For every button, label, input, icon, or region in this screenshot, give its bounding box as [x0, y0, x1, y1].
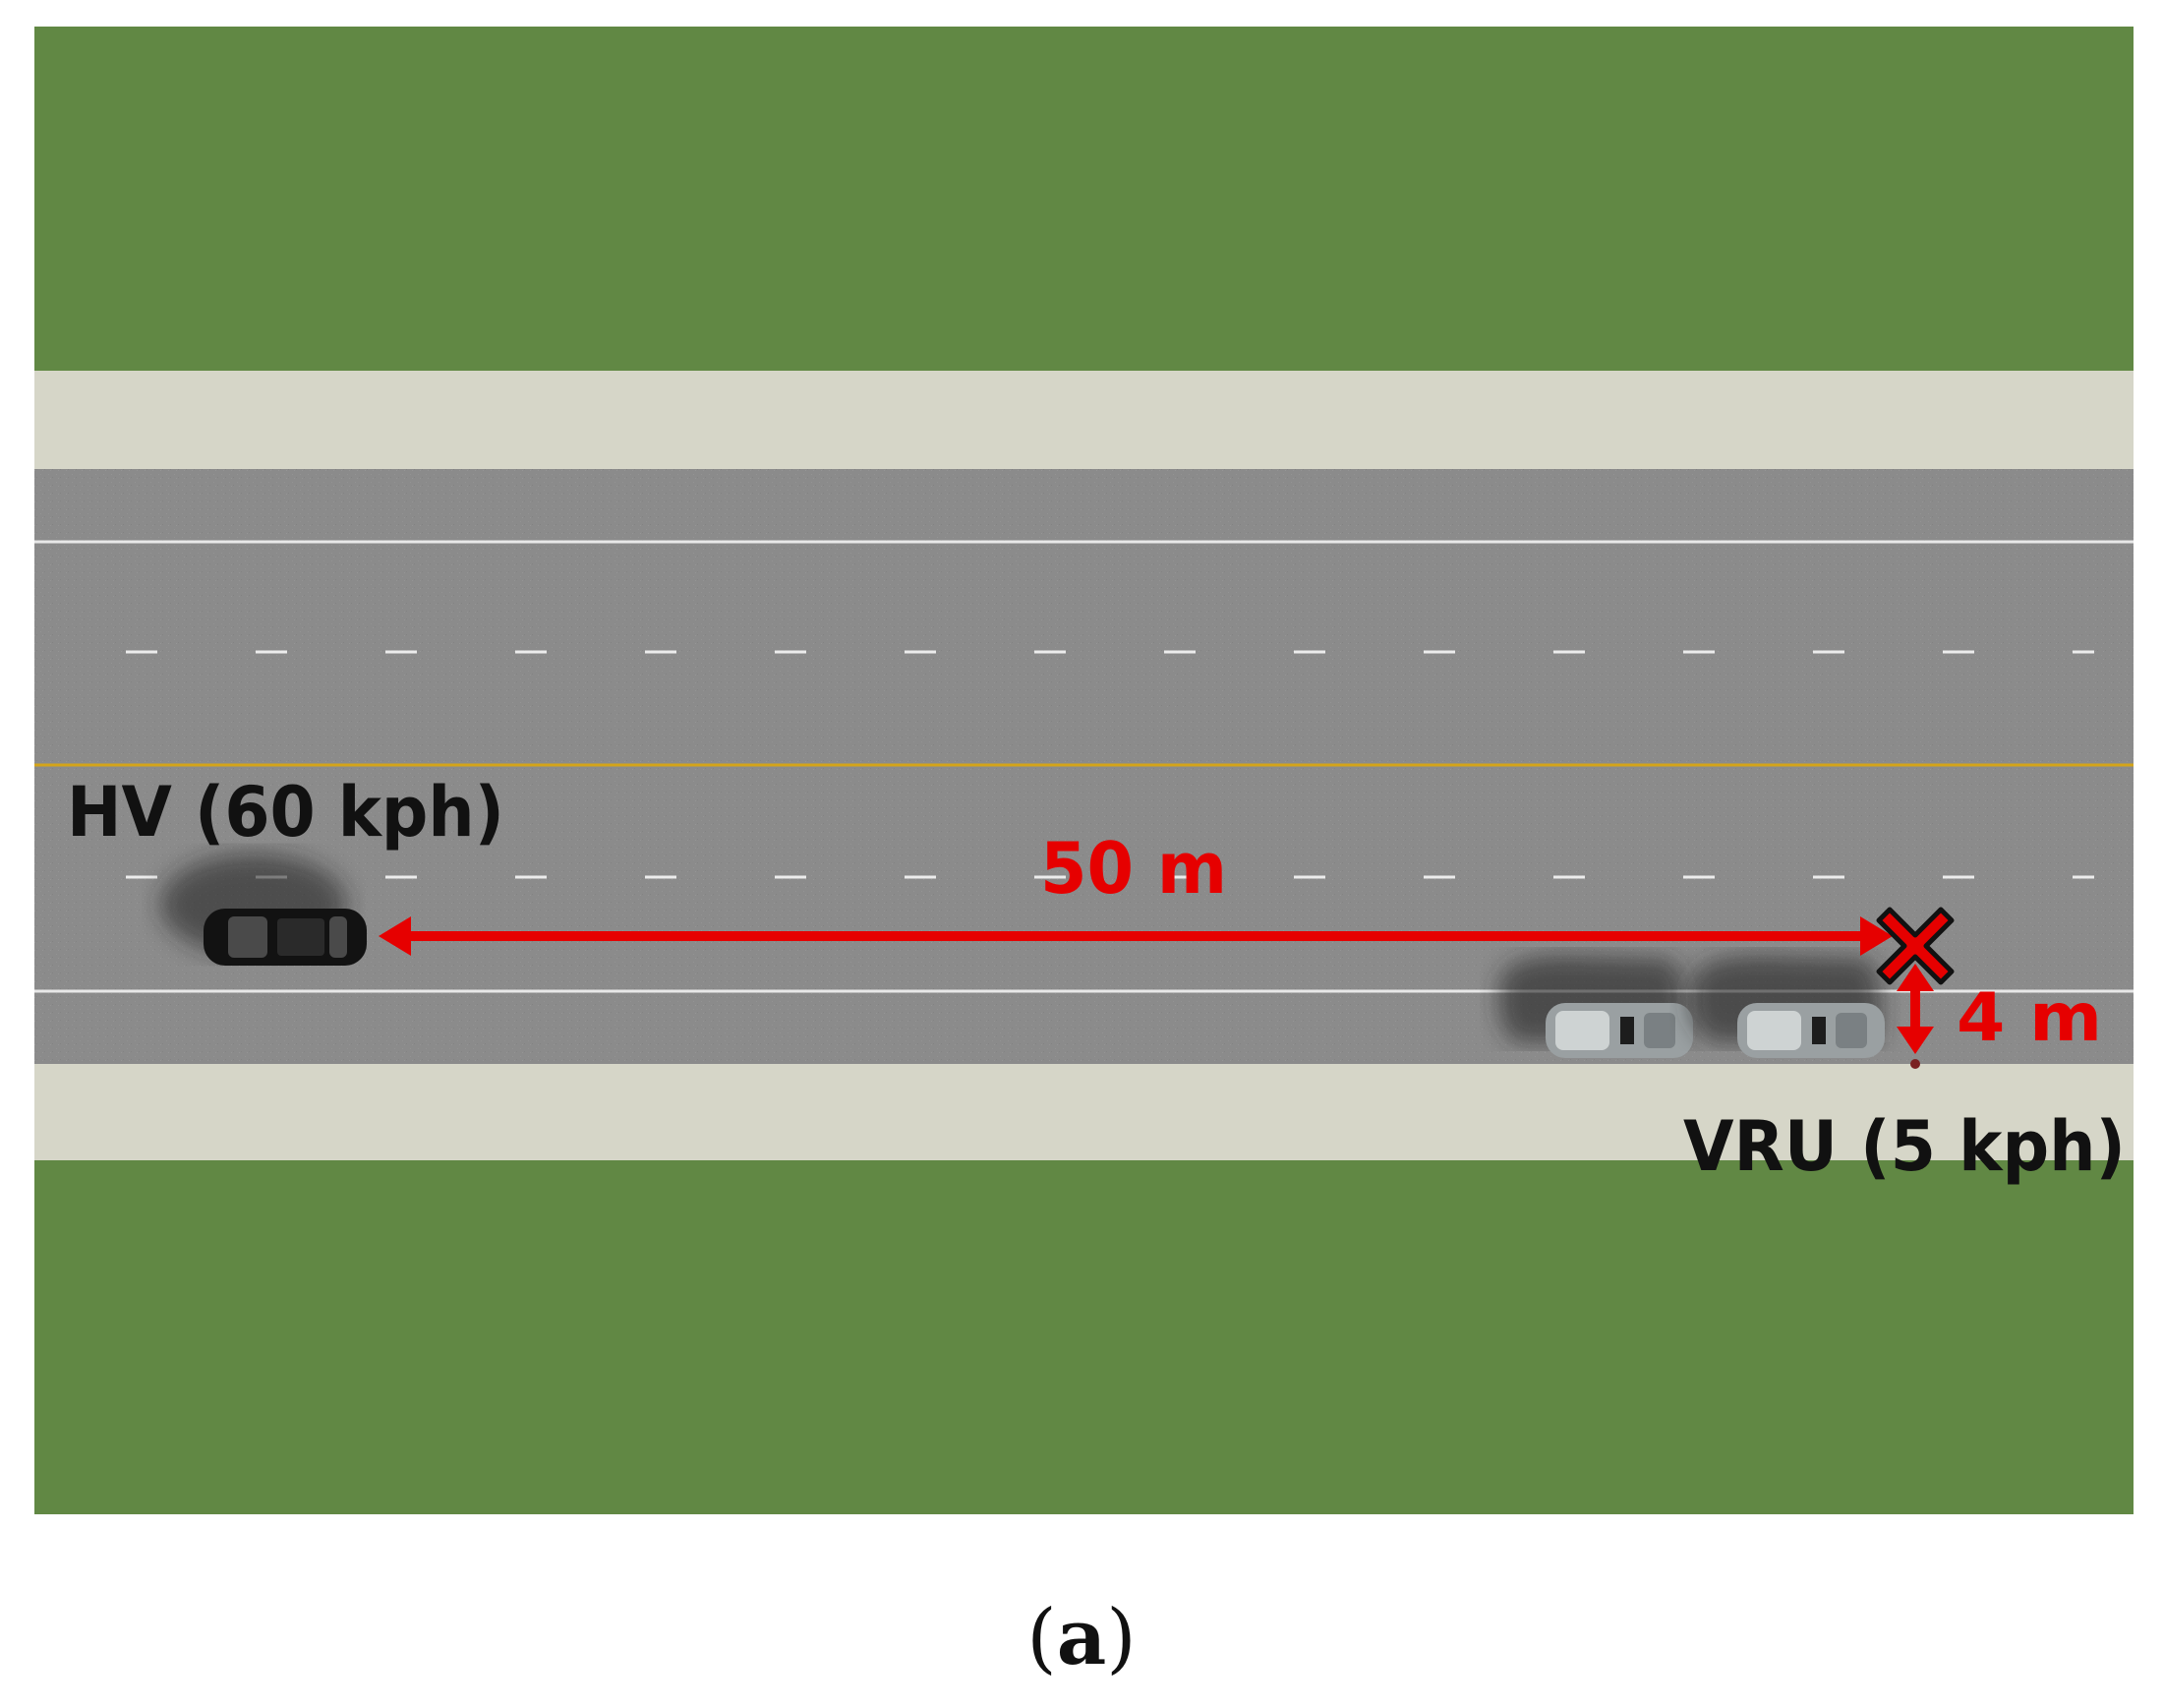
hv-vehicle: [160, 854, 367, 966]
parked-vehicle-1: [1498, 955, 1693, 1058]
caption-close-paren: ): [1106, 1594, 1137, 1682]
sidewalk-top: [34, 371, 2134, 469]
distance-arrow-4m: [1897, 964, 1934, 1054]
caption-open-paren: (: [1026, 1594, 1057, 1682]
vru-label: VRU (5 kph): [1683, 1106, 2126, 1187]
hv-label: HV (60 kph): [67, 772, 504, 853]
distance-label-50m: 50 m: [1040, 827, 1227, 910]
vru-pedestrian: [1910, 1059, 1920, 1069]
distance-arrow-50m: [379, 916, 1893, 956]
grass-top: [34, 27, 2134, 371]
conflict-point-icon: [1876, 907, 1955, 985]
sidewalk-bottom: [34, 1064, 2134, 1160]
figure-caption: (a): [0, 1593, 2163, 1682]
parked-vehicle-2: [1689, 955, 1885, 1058]
grass-bottom: [34, 1160, 2134, 1514]
caption-letter: a: [1056, 1593, 1107, 1682]
distance-label-4m: 4 m: [1957, 979, 2102, 1057]
